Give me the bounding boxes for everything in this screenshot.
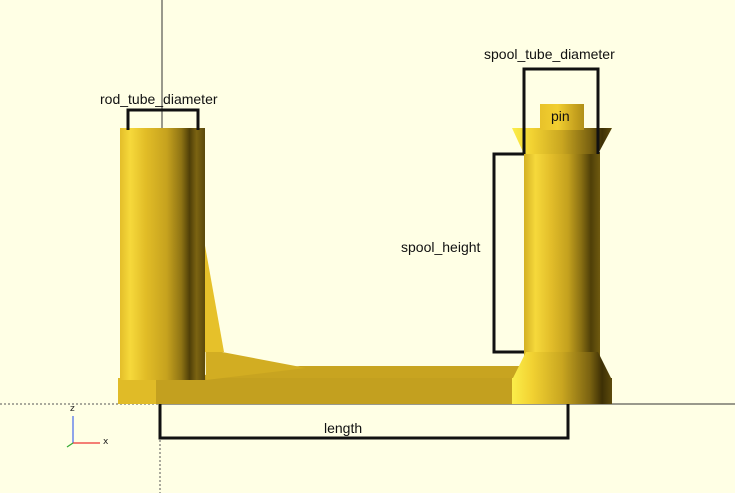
length-bracket <box>158 404 570 440</box>
gizmo-z-label: z <box>70 404 75 414</box>
length-label: length <box>324 420 363 436</box>
gusset-brace <box>204 246 306 380</box>
rod-tube-diameter-label: rod_tube_diameter <box>100 91 218 107</box>
spool-height-label: spool_height <box>401 239 481 255</box>
base-plate <box>118 366 522 404</box>
gizmo-y-axis <box>66 442 74 448</box>
gizmo-x-label: x <box>103 437 109 447</box>
spool-tube-diameter-bracket <box>522 67 600 154</box>
spool-tube-diameter-label: spool_tube_diameter <box>484 46 615 62</box>
spool-top-flange <box>512 128 612 154</box>
spool-bottom-flange <box>512 352 612 380</box>
rod-tube <box>120 128 205 380</box>
gusset-face <box>204 240 224 352</box>
rod-tube-diameter-bracket <box>126 108 200 130</box>
spool-pin <box>540 104 584 130</box>
spool-height-bracket <box>492 152 524 354</box>
spool-base-ring <box>512 378 612 404</box>
pin-label: pin <box>551 108 570 124</box>
spool-tube <box>524 152 600 356</box>
axes-gizmo <box>66 416 100 448</box>
